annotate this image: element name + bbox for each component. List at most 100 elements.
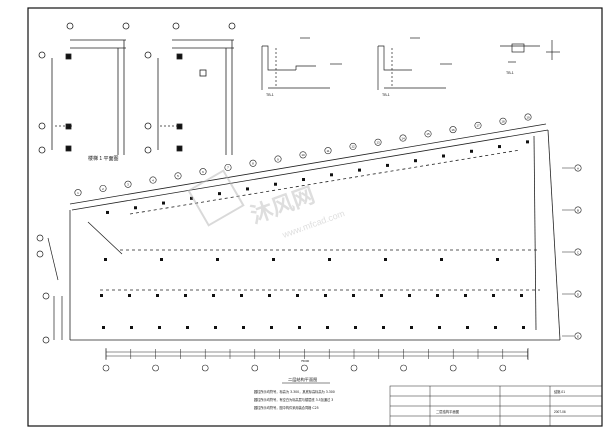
axis-bubble-label: 10 (301, 153, 305, 157)
axis-bubble (224, 163, 232, 171)
watermark: 沐风网 www.mfcad.com (187, 169, 346, 240)
axis-bubble (574, 164, 582, 172)
sheet-frame (27, 7, 603, 427)
axis-bubble-label: 11 (326, 149, 329, 153)
axis-bubble (424, 130, 432, 138)
section-label-3: TB-1 (506, 71, 514, 75)
axis-bubble (152, 364, 159, 372)
axis-bubble-label: 2 (102, 187, 104, 191)
column-mark (214, 326, 217, 329)
note-3: 圆柱所示均符号，图中构件采用装合同格 C25 (254, 405, 319, 410)
axis-bubble (124, 180, 132, 188)
column-mark (128, 294, 131, 297)
column-mark (408, 294, 411, 297)
stair-plan-left (38, 22, 130, 155)
axis-bubble (574, 290, 582, 298)
column-mark (298, 326, 301, 329)
axis-bubble (149, 176, 157, 184)
column-mark (156, 294, 159, 297)
column-mark (384, 258, 387, 261)
column-mark (442, 154, 445, 158)
column-mark (386, 163, 389, 167)
axis-bubble (574, 332, 582, 340)
dimension-ticks (105, 349, 528, 359)
axis-bubble-label: 5 (177, 174, 179, 178)
column-mark (496, 258, 499, 261)
axis-bubble-label: 14 (401, 136, 405, 140)
axis-bubble-label: 13 (376, 141, 380, 145)
axis-bubble (449, 126, 457, 134)
axis-bubble (299, 151, 307, 159)
axis-bubble-label: B (577, 208, 579, 212)
column-mark (158, 326, 161, 329)
axis-bubble (74, 189, 82, 197)
axis-bubble-label: 1 (77, 191, 79, 195)
axis-bubble (400, 364, 407, 372)
column-mark (330, 173, 333, 177)
column-mark (526, 140, 529, 144)
axis-bubble (249, 159, 257, 167)
title-block-plan-name: 二层结构平面图 (436, 409, 460, 414)
axis-bubble-label: A (577, 166, 579, 170)
column-mark (134, 206, 137, 210)
axis-bubble (399, 134, 407, 142)
column-mark (494, 326, 497, 329)
bottom-dimension (105, 348, 529, 360)
axis-bubble (499, 364, 507, 372)
column-mark (106, 210, 109, 214)
axis-bubble-label: 19 (526, 115, 530, 119)
section-detail-2 (377, 37, 452, 90)
left-detail (36, 234, 63, 344)
column-mark (270, 326, 273, 329)
title-block (389, 385, 603, 427)
floor-plan (69, 123, 561, 341)
axis-bubble (349, 142, 357, 150)
column-mark (498, 145, 501, 149)
column-mark (274, 182, 277, 186)
section-label-2: TB-1 (382, 93, 390, 97)
axis-bubble-label: 16 (451, 128, 455, 132)
stair-plan-right (144, 22, 236, 155)
column-mark (466, 326, 469, 329)
column-mark (212, 294, 215, 297)
title-block-drawing-no: 结施-01 (554, 389, 565, 394)
column-mark (520, 294, 523, 297)
axis-bubble-label: 9 (277, 157, 279, 161)
column-mark (184, 294, 187, 297)
axis-bubble-label: 7 (227, 166, 229, 170)
column-mark (100, 294, 103, 297)
axis-bubble-label: 18 (501, 120, 505, 124)
axis-bubble (374, 138, 382, 146)
column-mark (328, 258, 331, 261)
axis-bubble-label: 4 (152, 178, 154, 182)
section-detail-1 (261, 37, 342, 90)
column-mark (414, 159, 417, 163)
axis-bubble (174, 172, 182, 180)
column-mark (382, 326, 385, 329)
column-mark (436, 294, 439, 297)
axis-bubble-label: C (577, 250, 580, 254)
total-dimension: 75000 (301, 359, 310, 363)
axis-bubble (199, 168, 207, 176)
axis-bubble (99, 184, 107, 192)
axis-bubble-label: 3 (127, 183, 129, 187)
column-mark (358, 168, 361, 172)
axis-bubble (574, 248, 582, 256)
column-mark (272, 258, 275, 261)
column-mark (410, 326, 413, 329)
column-mark (470, 149, 473, 153)
section-label-1: TB-1 (266, 93, 274, 97)
column-mark (440, 258, 443, 261)
floor-plan-title: 二层结构平面图 (288, 376, 317, 383)
axis-bubble-label: 6 (202, 170, 204, 174)
axis-bubble (350, 364, 358, 372)
column-mark (190, 196, 193, 200)
axis-bubble (449, 364, 457, 372)
axis-bubble (274, 155, 282, 163)
column-mark (218, 192, 221, 196)
column-mark (102, 326, 105, 329)
column-mark (130, 326, 133, 329)
